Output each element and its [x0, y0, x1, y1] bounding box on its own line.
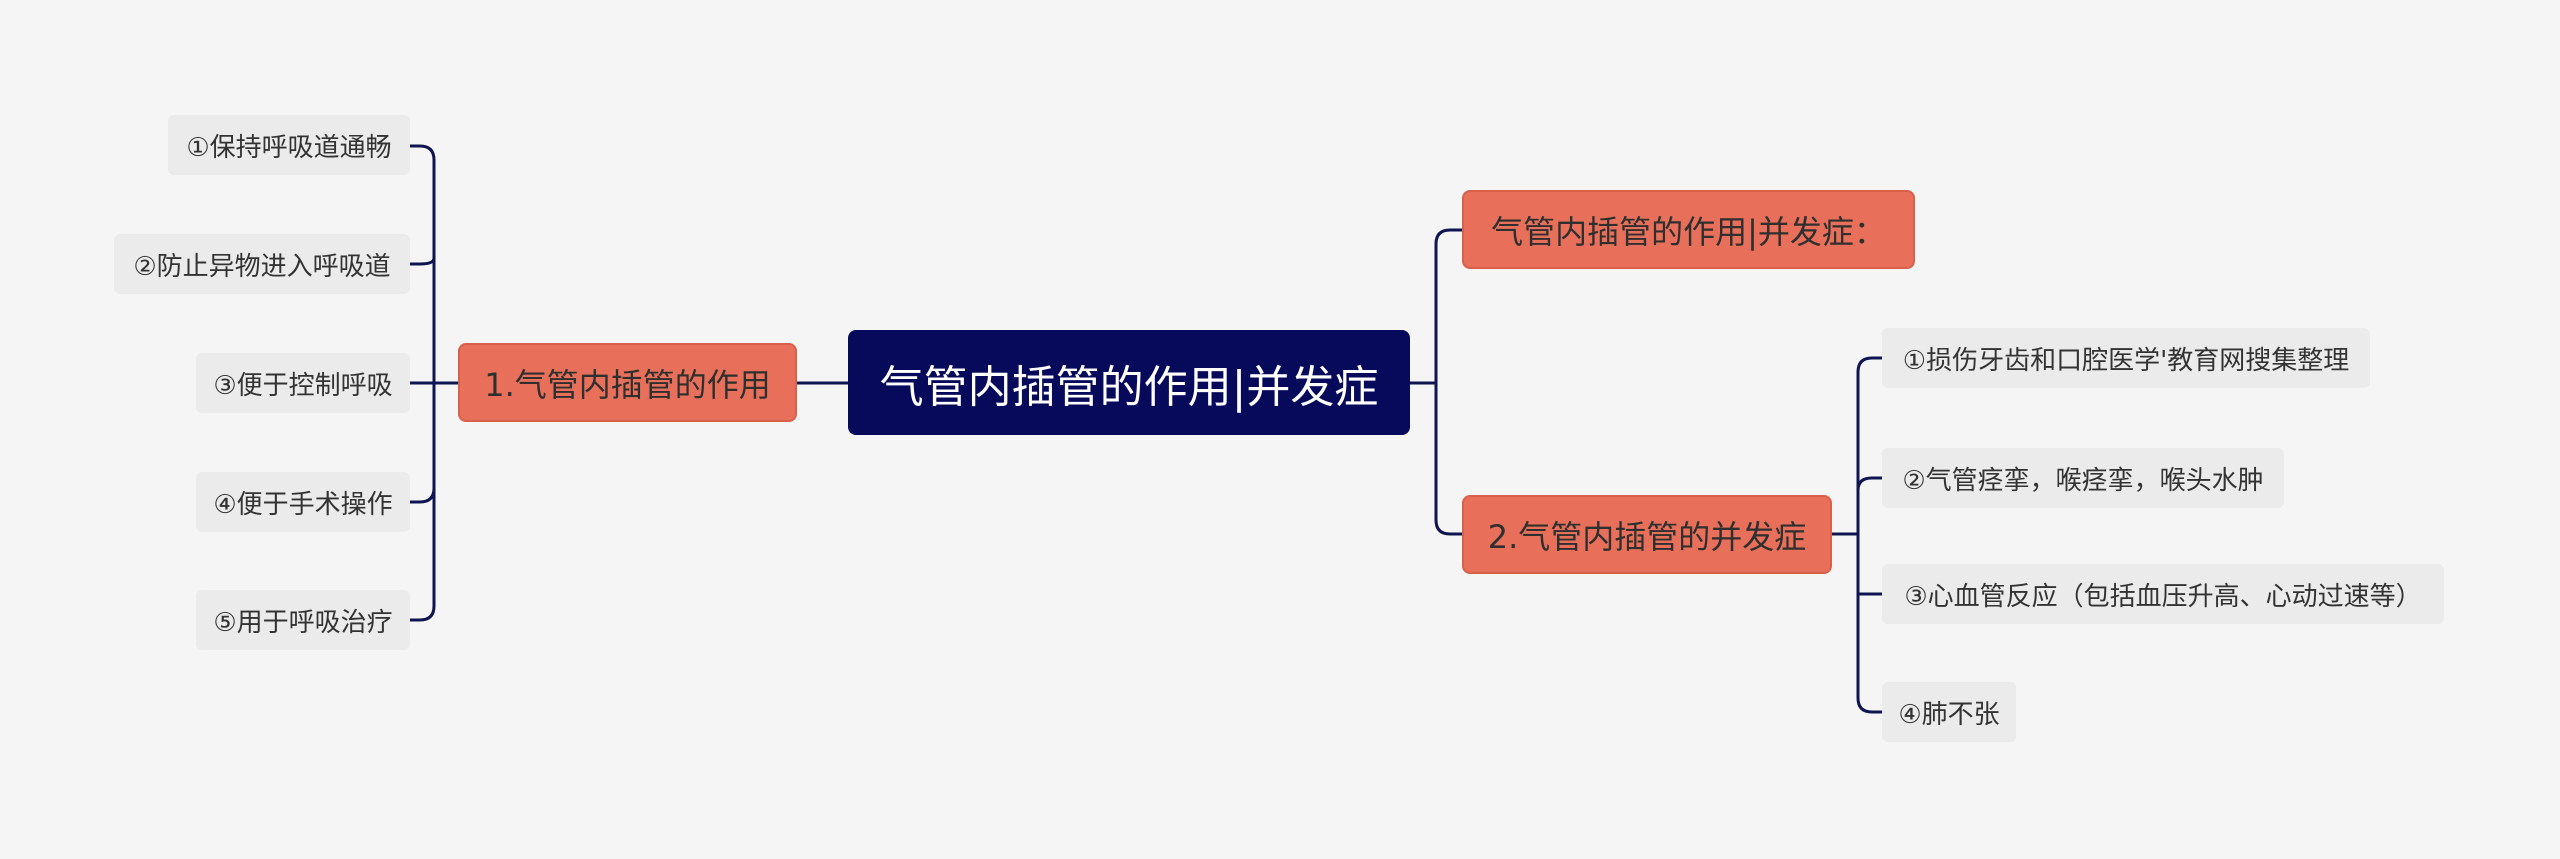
- right-leaf-2[interactable]: ②气管痉挛，喉痉挛，喉头水肿: [1882, 448, 2284, 508]
- right-branch-2-label: 2.气管内插管的并发症: [1487, 517, 1807, 556]
- left-leaf-4[interactable]: ④便于手术操作: [196, 472, 410, 532]
- link-right-branch-2: [1434, 518, 1464, 536]
- right-leaf-3-label: ③心血管反应（包括血压升高、心动过速等）: [1904, 581, 2422, 612]
- left-leaf-3[interactable]: ③便于控制呼吸: [196, 353, 410, 413]
- left-leaf-5[interactable]: ⑤用于呼吸治疗: [196, 590, 410, 650]
- left-leaf-1[interactable]: ①保持呼吸道通畅: [168, 115, 410, 175]
- link-right-leaf-1: [1856, 356, 1884, 374]
- left-leaf-5-label: ⑤用于呼吸治疗: [213, 607, 393, 638]
- link-left-leaf-4: [408, 486, 436, 504]
- right-branch-1-label: 气管内插管的作用|并发症：: [1491, 212, 1886, 251]
- right-leaf-2-label: ②气管痉挛，喉痉挛，喉头水肿: [1902, 465, 2264, 496]
- left-leaf-2[interactable]: ②防止异物进入呼吸道: [114, 234, 410, 294]
- right-branch-topic-1[interactable]: 气管内插管的作用|并发症：: [1462, 190, 1915, 269]
- link-right-branch-1: [1434, 228, 1464, 246]
- link-left-leaf-5: [408, 604, 436, 622]
- left-branch-label: 1.气管内插管的作用: [484, 365, 771, 404]
- right-leaf-4[interactable]: ④肺不张: [1882, 682, 2016, 742]
- link-left-leaf-1: [408, 144, 436, 162]
- right-leaf-3[interactable]: ③心血管反应（包括血压升高、心动过速等）: [1882, 564, 2444, 624]
- right-leaf-1[interactable]: ①损伤牙齿和口腔医学'教育网搜集整理: [1882, 328, 2370, 388]
- link-right-leaf-2: [1856, 476, 1884, 492]
- left-leaf-4-label: ④便于手术操作: [213, 489, 393, 520]
- right-leaf-1-label: ①损伤牙齿和口腔医学'教育网搜集整理: [1902, 345, 2350, 376]
- link-right-leaf-4: [1856, 696, 1884, 714]
- right-branch-topic-2[interactable]: 2.气管内插管的并发症: [1462, 495, 1832, 574]
- right-leaf-4-label: ④肺不张: [1898, 699, 2000, 730]
- left-leaf-2-label: ②防止异物进入呼吸道: [133, 251, 391, 282]
- left-leaf-1-label: ①保持呼吸道通畅: [186, 132, 392, 163]
- link-left-leaf-2: [408, 256, 436, 266]
- left-branch-topic[interactable]: 1.气管内插管的作用: [458, 343, 797, 422]
- root-topic[interactable]: 气管内插管的作用|并发症: [848, 330, 1410, 435]
- root-topic-label: 气管内插管的作用|并发症: [879, 361, 1379, 413]
- left-leaf-3-label: ③便于控制呼吸: [213, 370, 393, 401]
